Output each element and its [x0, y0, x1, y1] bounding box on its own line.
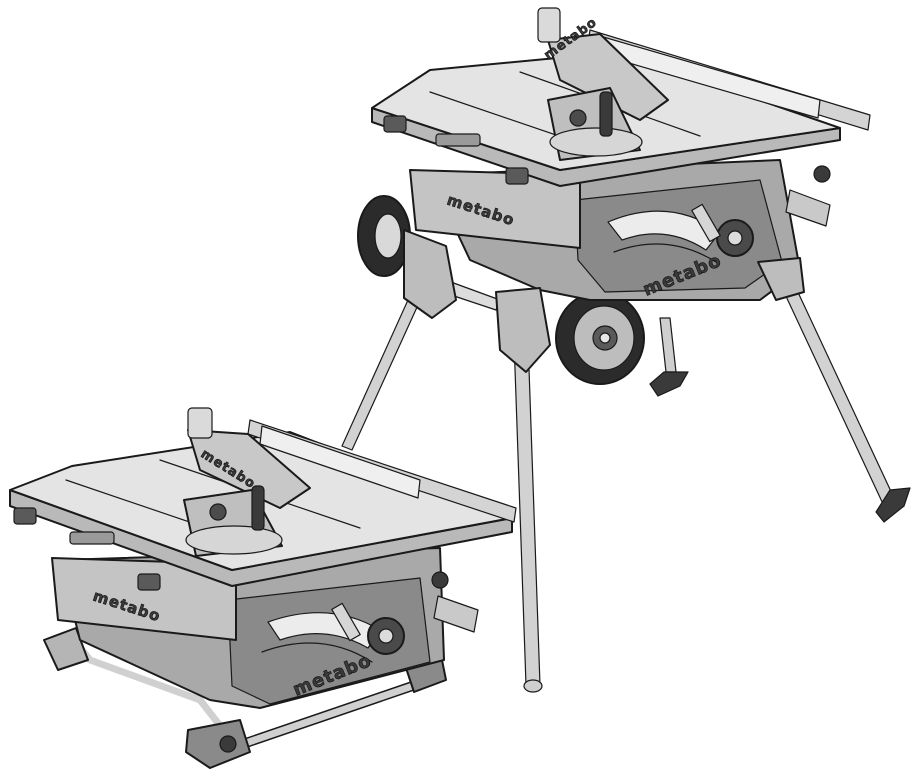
upper-table-saw: metabo metabo metabo: [341, 7, 911, 693]
upper-guard-lever: [599, 91, 613, 137]
lower-dust-port: [187, 407, 213, 439]
left-rear-leg: [341, 299, 419, 451]
lower-side-knob: [431, 571, 449, 589]
right-wheel-axle: [599, 332, 611, 344]
lower-corner-lock-front: [137, 573, 161, 591]
upper-right-bracket: [757, 257, 805, 301]
upper-bevel-ticks: [613, 243, 717, 263]
upper-corner-lock-left: [383, 115, 407, 133]
upper-side-handle: [785, 189, 831, 227]
upper-fence-lock-knob: [813, 165, 831, 183]
upper-dust-port: [537, 7, 561, 43]
right-leg-foot: [875, 487, 911, 523]
lower-front-foot: [185, 719, 251, 769]
upper-corner-lock-front: [505, 167, 529, 185]
right-rear-leg-foot: [649, 371, 689, 397]
lower-guard-lever: [251, 485, 265, 531]
upper-left-bracket: [403, 229, 457, 319]
right-rear-leg: [659, 317, 677, 373]
lower-front-handle: [69, 531, 115, 545]
left-wheel-hub: [374, 213, 402, 259]
lower-front-foot-knob: [219, 735, 237, 753]
upper-blade-knob: [569, 109, 587, 127]
lower-table-saw: metabo metabo metabo: [9, 407, 517, 769]
upper-stand-legs: [341, 277, 911, 693]
lower-base-frame: [43, 627, 447, 769]
lower-rip-fence: [259, 425, 421, 499]
upper-wheels: [357, 195, 645, 385]
upper-front-handle: [435, 133, 481, 147]
lower-blade-guard: [187, 429, 311, 509]
upper-bevel-lock-lever: [691, 203, 721, 243]
lower-handwheel-center: [378, 628, 394, 644]
right-front-leg: [783, 287, 896, 507]
lower-bevel-lock-lever: [331, 602, 361, 642]
upper-center-bracket: [495, 287, 551, 373]
lower-blade-knob: [209, 503, 227, 521]
lower-side-handle: [433, 595, 479, 633]
lower-saw-side-panel: [227, 577, 431, 705]
lower-throat-plate: [185, 525, 283, 555]
upper-handwheel-center: [727, 230, 743, 246]
center-front-leg: [513, 339, 541, 686]
lower-rear-tube-inner: [238, 676, 432, 749]
lower-corner-lock-left: [13, 507, 37, 525]
center-leg-foot: [523, 679, 543, 693]
lower-bevel-ticks: [261, 642, 373, 663]
lower-left-foot: [43, 627, 89, 671]
upper-blade-guard: [547, 33, 669, 121]
upper-throat-plate: [549, 127, 643, 157]
